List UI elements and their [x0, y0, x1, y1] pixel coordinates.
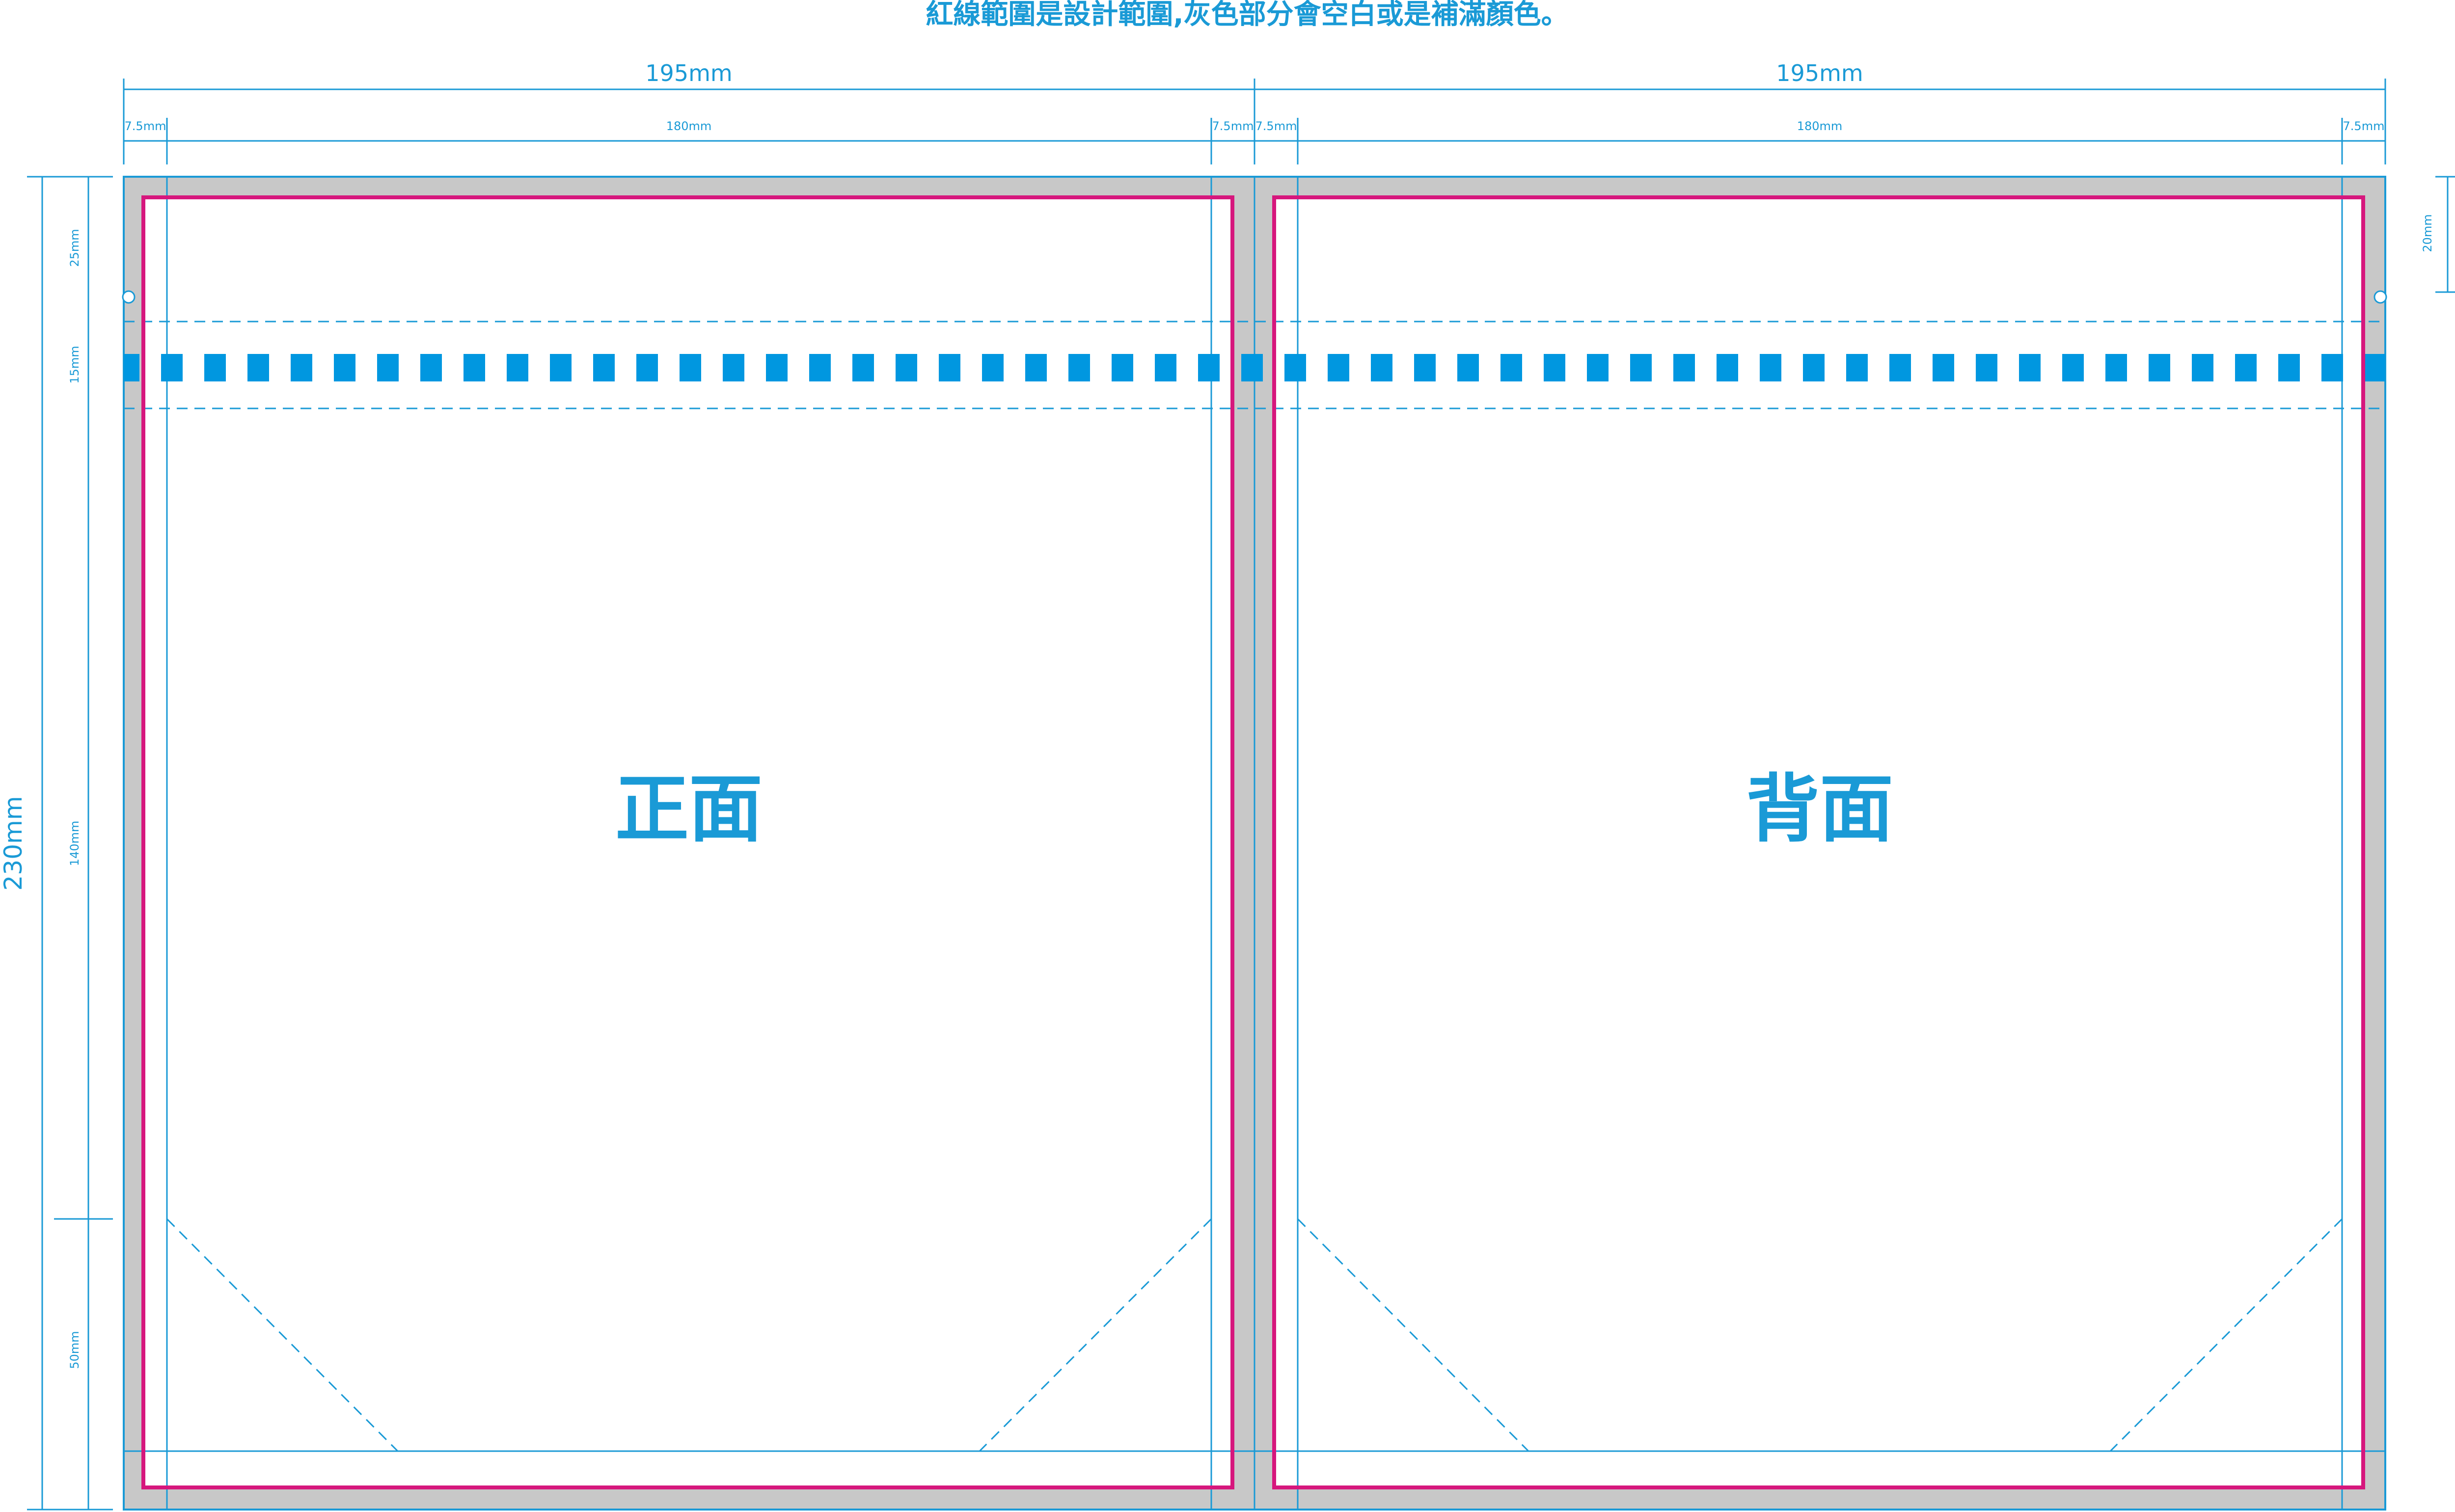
perforation-square: [1284, 354, 1306, 381]
perforation-square: [2019, 354, 2041, 381]
fold-lines: [124, 321, 2385, 1452]
hang-hole-size: 20mm: [2421, 214, 2434, 252]
perforation-square: [2192, 354, 2213, 381]
perforation-square: [1976, 354, 1997, 381]
back-label: 背面: [1746, 767, 1893, 852]
perforation-square: [2278, 354, 2300, 381]
perforation-square: [2105, 354, 2127, 381]
perforation-square: [680, 354, 701, 381]
perforation-square: [1328, 354, 1349, 381]
front-content-width: 180mm: [666, 119, 712, 133]
perforation-square: [1025, 354, 1047, 381]
perforation-square: [291, 354, 312, 381]
total-height: 230mm: [0, 796, 27, 891]
back-content-width: 180mm: [1797, 119, 1843, 133]
perforation-square: [377, 354, 399, 381]
panel-back-width: 195mm: [1776, 60, 1863, 86]
perforation-square: [1587, 354, 1609, 381]
perforation-square: [1500, 354, 1522, 381]
perforation-square: [809, 354, 831, 381]
perforation-square: [2062, 354, 2084, 381]
perforation-square: [247, 354, 269, 381]
perforation-square: [2235, 354, 2257, 381]
back-design-area: [1272, 195, 2365, 1489]
perforation-square: [1241, 354, 1263, 381]
perforation-square: [636, 354, 658, 381]
height-seg-2: 15mm: [68, 346, 82, 383]
perforation-square: [1889, 354, 1911, 381]
perforation-square: [2365, 354, 2385, 381]
perforation-square: [939, 354, 960, 381]
perforation-square: [1673, 354, 1695, 381]
back-margin-right: 7.5mm: [2343, 119, 2385, 133]
perforation-square: [204, 354, 226, 381]
height-dimensions: [27, 176, 2455, 1511]
hang-hole-right: [2373, 290, 2387, 304]
perforation-square: [2149, 354, 2170, 381]
perforation-square: [161, 354, 183, 381]
perforation-square: [507, 354, 528, 381]
front-design-area: [141, 195, 1234, 1489]
perforation-square: [550, 354, 572, 381]
perforation-square: [1457, 354, 1479, 381]
front-margin-left: 7.5mm: [125, 119, 166, 133]
hang-hole-left: [122, 290, 136, 304]
perforation-square: [1630, 354, 1652, 381]
perforation-square: [2321, 354, 2343, 381]
perforation-square: [334, 354, 355, 381]
perforation-square: [1544, 354, 1565, 381]
height-seg-3: 140mm: [68, 821, 82, 866]
height-seg-4: 50mm: [68, 1331, 82, 1369]
width-dimensions: [123, 79, 2386, 164]
height-seg-1: 25mm: [68, 229, 82, 267]
panel-front-width: 195mm: [645, 60, 732, 86]
perforation-square: [1112, 354, 1133, 381]
perforation-square: [1414, 354, 1436, 381]
perforation-square: [1371, 354, 1392, 381]
front-label: 正面: [615, 767, 763, 852]
perforation-square: [982, 354, 1004, 381]
perforation-square: [593, 354, 615, 381]
front-margin-right: 7.5mm: [1212, 119, 1254, 133]
perforation-line: [124, 354, 2385, 381]
front-panel: [143, 197, 1232, 1487]
perforation-square: [723, 354, 744, 381]
perforation-square: [464, 354, 485, 381]
instruction-text: 紅線範圍是設計範圍,灰色部分會空白或是補滿顏色。: [926, 0, 1568, 30]
perforation-square: [1717, 354, 1738, 381]
perforation-square: [1198, 354, 1220, 381]
back-margin-left: 7.5mm: [1255, 119, 1297, 133]
perforation-square: [1846, 354, 1868, 381]
perforation-square: [1933, 354, 1954, 381]
perforation-square: [1803, 354, 1825, 381]
guide-lines: [124, 177, 2385, 1510]
perforation-square: [1155, 354, 1176, 381]
perforation-square: [420, 354, 442, 381]
perforation-square: [766, 354, 788, 381]
perforation-square: [852, 354, 874, 381]
perforation-square: [124, 354, 139, 381]
back-panel: [1274, 197, 2363, 1487]
perforation-square: [1760, 354, 1781, 381]
perforation-square: [896, 354, 917, 381]
perforation-square: [1068, 354, 1090, 381]
